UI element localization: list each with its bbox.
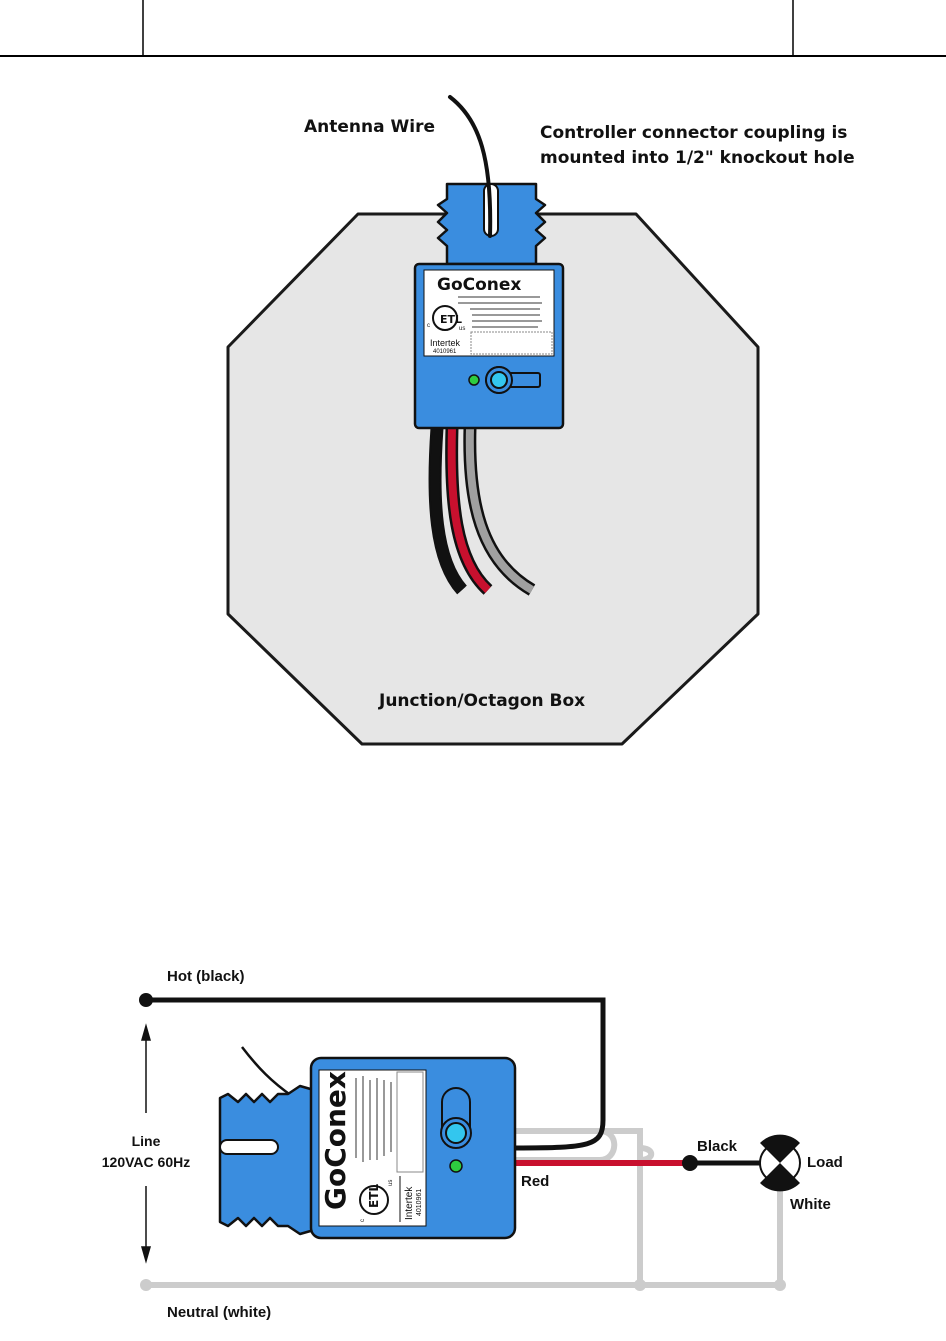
coupling-label-line1: Controller connector coupling is bbox=[540, 123, 847, 143]
neutral-junction-2 bbox=[774, 1279, 786, 1291]
black-red-splice bbox=[682, 1155, 698, 1171]
load-lamp-icon bbox=[760, 1135, 800, 1192]
white-label: White bbox=[790, 1196, 831, 1213]
serial-box bbox=[471, 332, 552, 354]
wiring-cert-number: 4010961 bbox=[416, 1189, 423, 1216]
device-white-to-neutral bbox=[600, 1131, 640, 1285]
junction-box-label: Junction/Octagon Box bbox=[378, 691, 585, 711]
cert-lab-name: Intertek bbox=[430, 338, 461, 348]
header-table bbox=[0, 0, 946, 56]
wiring-cert-us: us bbox=[388, 1180, 394, 1186]
top-diagram: GoConex ETL c us Intertek 4010961 Antenn… bbox=[228, 97, 855, 744]
neutral-terminal bbox=[140, 1279, 152, 1291]
wiring-coupling bbox=[220, 1086, 314, 1234]
coupling-label-line2: mounted into 1/2" knockout hole bbox=[540, 148, 855, 168]
pairing-button[interactable] bbox=[491, 372, 507, 388]
wiring-cert-lab-name: Intertek bbox=[404, 1186, 415, 1220]
wiring-antenna-wire bbox=[242, 1047, 292, 1096]
etl-cert-text: ETL bbox=[440, 313, 462, 326]
cert-number: 4010961 bbox=[433, 349, 457, 355]
neutral-junction-1 bbox=[634, 1279, 646, 1291]
wiring-cert-c: c bbox=[360, 1219, 366, 1222]
wiring-coupling-slot bbox=[220, 1140, 278, 1154]
line-label-1: Line bbox=[132, 1133, 161, 1149]
status-led bbox=[469, 375, 479, 385]
red-label: Red bbox=[521, 1173, 549, 1190]
antenna-wire-label: Antenna Wire bbox=[304, 117, 435, 137]
hot-terminal bbox=[139, 993, 153, 1007]
etl-cert-c: c bbox=[427, 323, 430, 329]
line-label-2: 120VAC 60Hz bbox=[102, 1154, 190, 1170]
wiring-status-led bbox=[450, 1160, 462, 1172]
device-brand: GoConex bbox=[437, 275, 521, 295]
wiring-etl-cert-text: ETL bbox=[367, 1184, 381, 1208]
load-label: Load bbox=[807, 1154, 843, 1171]
wiring-serial-box bbox=[397, 1072, 423, 1172]
wiring-device-brand: GoConex bbox=[319, 1071, 352, 1210]
hot-label: Hot (black) bbox=[167, 968, 245, 985]
black-label: Black bbox=[697, 1138, 738, 1155]
etl-cert-us: us bbox=[459, 326, 465, 332]
wiring-pairing-button[interactable] bbox=[446, 1123, 466, 1143]
wiring-diagram: GoConex ETL c us Intertek 4010961 Hot (b… bbox=[102, 968, 843, 1321]
neutral-label: Neutral (white) bbox=[167, 1304, 271, 1321]
